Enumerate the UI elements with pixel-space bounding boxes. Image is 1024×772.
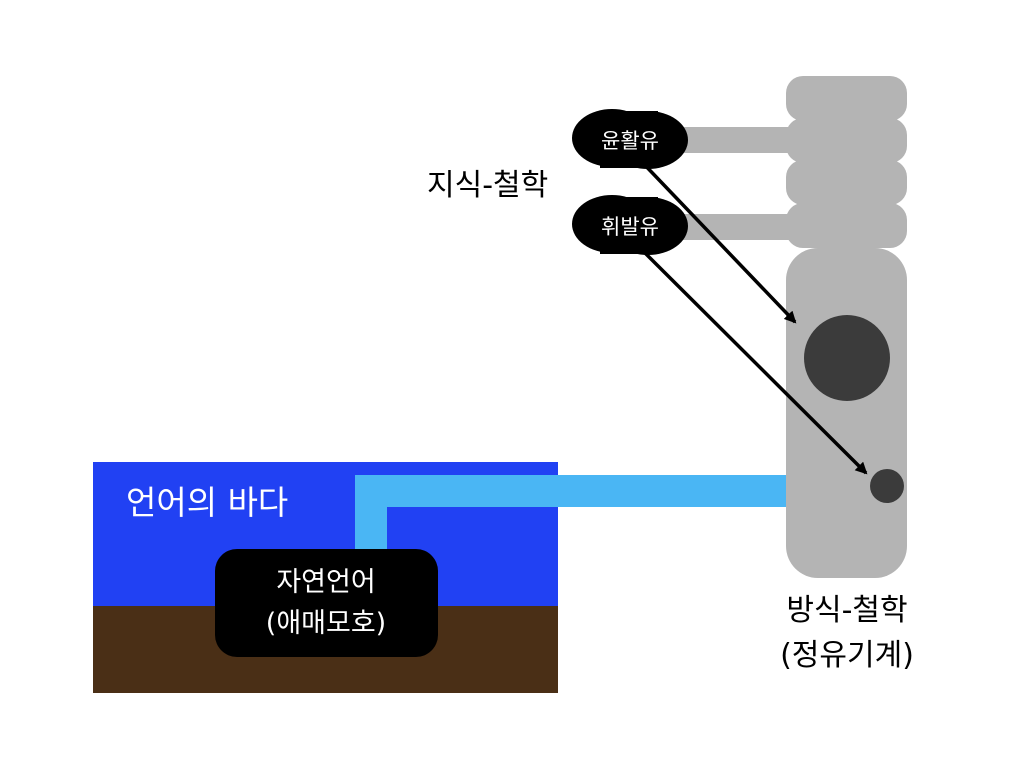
method-philosophy-label-line1: 방식-철학	[786, 593, 907, 628]
volatile-tag: 휘발유	[572, 195, 688, 255]
refinery-segment-2	[786, 118, 907, 163]
refinery-segment-4	[786, 203, 907, 248]
volatile-label: 휘발유	[601, 215, 659, 239]
volatile-arrow	[638, 246, 868, 475]
small-chamber	[870, 469, 904, 503]
knowledge-philosophy-label: 지식-철학	[427, 168, 548, 203]
natural-language-box	[215, 549, 438, 657]
pipe	[355, 475, 790, 560]
lubricant-label: 윤활유	[601, 129, 659, 153]
natural-language-label-line2: (애매모호)	[266, 608, 386, 639]
lubricant-arrow	[638, 158, 797, 324]
large-chamber	[804, 315, 890, 401]
method-philosophy-label-line2: (정유기계)	[780, 638, 914, 673]
lubricant-tag: 윤활유	[572, 109, 688, 169]
natural-language-label-line1: 자연언어	[276, 567, 375, 598]
refinery-segment-3	[786, 160, 907, 205]
refinery-segment-1	[786, 76, 907, 121]
sea-label: 언어의 바다	[126, 483, 288, 522]
